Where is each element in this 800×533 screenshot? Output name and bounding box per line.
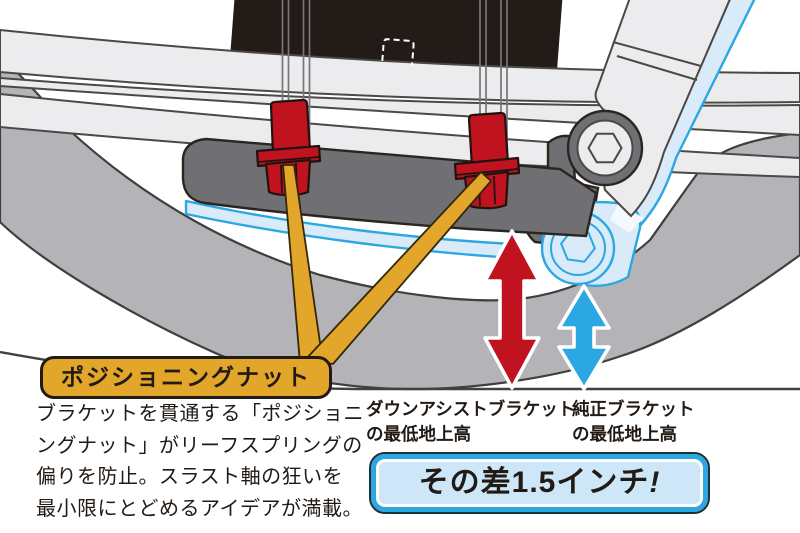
description-paragraph: ブラケットを貫通する「ポジショニ ングナット」がリーフスプリングの 偏りを防止。… — [36, 399, 366, 525]
description-line: ングナット」がリーフスプリングの — [36, 434, 363, 457]
positioning-nut-label: ポジショニングナット — [40, 356, 332, 399]
blue-clearance-arrow — [557, 284, 611, 391]
axle-hidden-tab — [381, 38, 415, 66]
pivot-hex-bolt — [587, 132, 623, 164]
difference-exclamation: ! — [649, 466, 661, 499]
difference-text: その差1.5インチ — [418, 466, 650, 499]
difference-callout: その差1.5インチ! — [369, 452, 710, 514]
red-clearance-arrow — [483, 229, 541, 390]
nut-slot — [493, 175, 496, 205]
down-assist-clearance-label: ダウンアシストブラケット の最低地上高 — [366, 397, 575, 447]
down-assist-clearance-line: の最低地上高 — [366, 424, 471, 444]
arm-clamp-line — [612, 41, 702, 67]
pointer-line-right — [304, 171, 492, 365]
stock-clearance-line: 純正ブラケット — [572, 399, 695, 419]
nut-slot — [280, 164, 283, 194]
nut-flange-lip — [257, 156, 320, 163]
nut-body — [467, 111, 510, 169]
description-line: 最小限にとどめるアイデアが満載。 — [36, 497, 363, 520]
description-line: ブラケットを貫通する「ポジショニ — [36, 403, 364, 425]
down-assist-clearance-line: ダウンアシストブラケット — [366, 399, 576, 419]
ghost-facet — [610, 204, 644, 233]
stock-clearance-label: 純正ブラケット の最低地上高 — [572, 397, 695, 447]
stock-clearance-line: の最低地上高 — [572, 424, 677, 444]
nut-flange-lip — [455, 168, 519, 176]
arm-clamp-line — [616, 55, 698, 81]
ghost-hex-bolt — [560, 229, 596, 263]
description-line: 偏りを防止。スラスト軸の狂いを — [36, 466, 344, 488]
nut-body — [269, 98, 312, 155]
